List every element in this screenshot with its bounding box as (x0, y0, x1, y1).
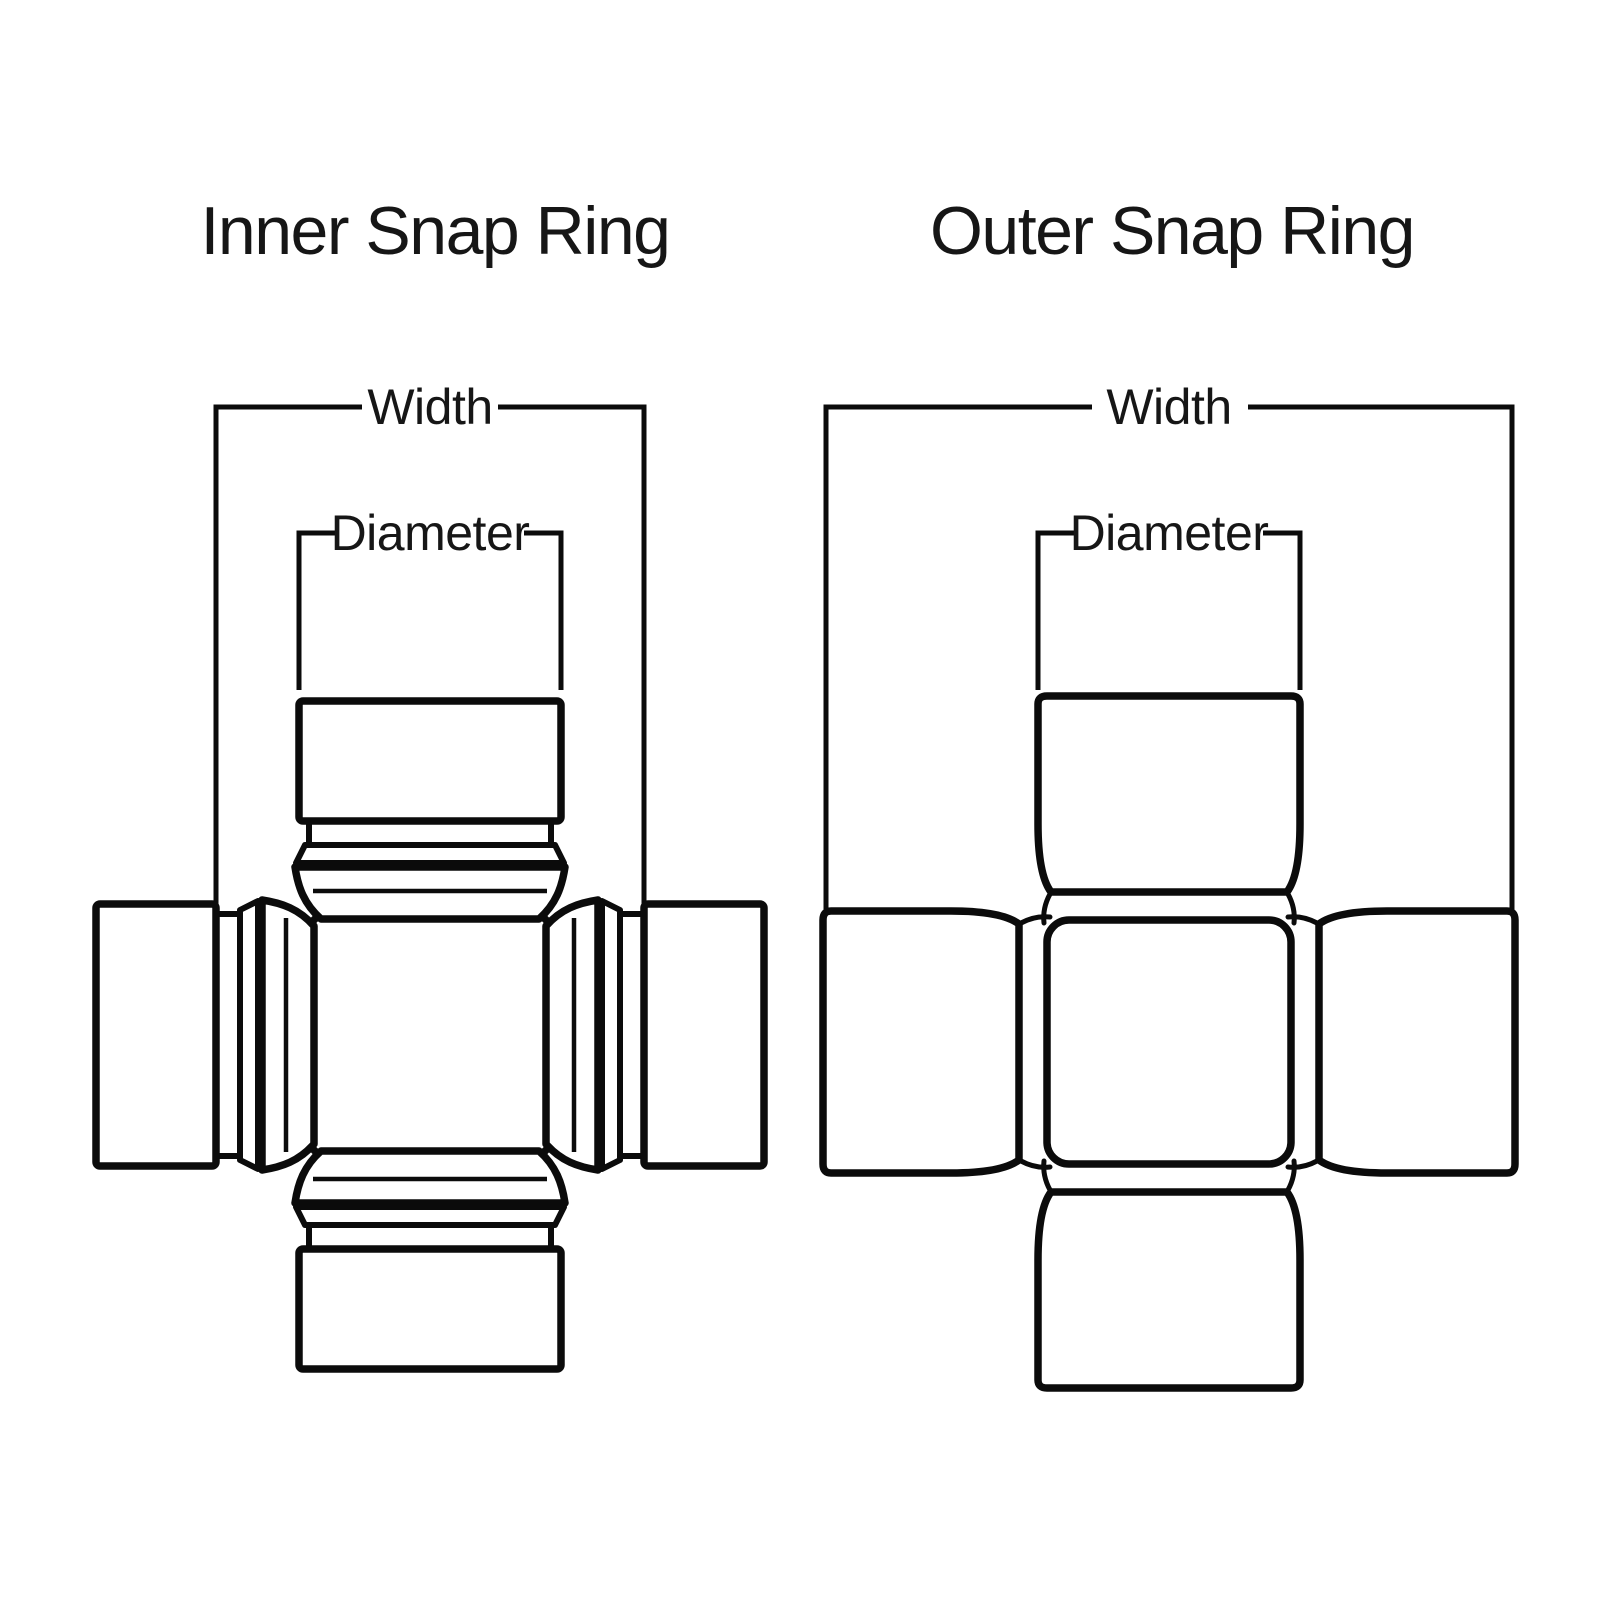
inner-width-bracket (213, 404, 647, 904)
inner-cross-left-arm (96, 900, 314, 1170)
outer-cross-body (1043, 916, 1295, 1168)
inner-cross-top-arm (295, 701, 565, 919)
inner-snap-ring-figure: Inner Snap Ring Width Diameter (96, 193, 764, 1369)
outer-width-label: Width (1106, 379, 1231, 435)
inner-width-label: Width (367, 379, 492, 435)
inner-cross-bottom-arm (295, 1151, 565, 1369)
outer-cross-left-arm (823, 911, 1050, 1173)
outer-cross-top-arm (1038, 696, 1300, 923)
outer-snap-ring-figure: Outer Snap Ring Width Diameter (823, 193, 1515, 1388)
inner-diameter-label: Diameter (331, 505, 530, 561)
outer-width-bracket (823, 404, 1515, 911)
inner-cross-body (304, 909, 556, 1161)
outer-diameter-bracket (1035, 530, 1303, 690)
outer-diameter-label: Diameter (1070, 505, 1269, 561)
outer-figure-title: Outer Snap Ring (930, 193, 1414, 269)
outer-cross-bottom-arm (1038, 1161, 1300, 1388)
outer-cross-right-arm (1288, 911, 1515, 1173)
inner-diameter-bracket (296, 530, 564, 690)
inner-cross-right-arm (546, 900, 764, 1170)
inner-figure-title: Inner Snap Ring (201, 193, 670, 269)
